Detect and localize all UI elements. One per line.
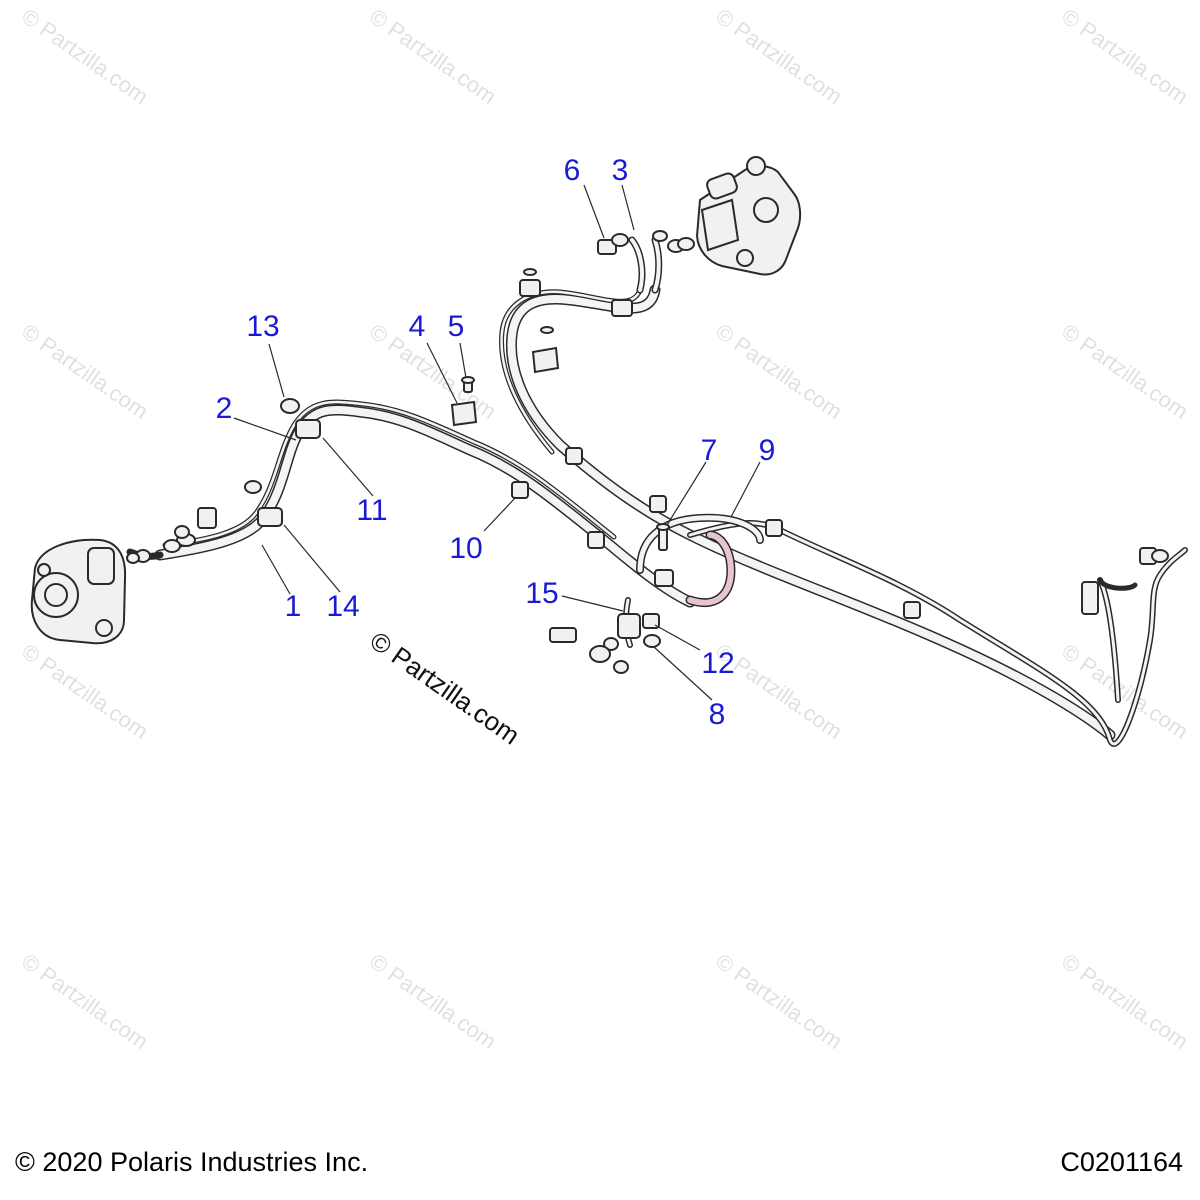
hex-nut [642,613,660,629]
crush-washer [677,237,695,251]
callout-7[interactable]: 7 [701,434,718,467]
watermark: © Partzilla.com [17,319,153,425]
washer [643,634,661,648]
crush-washer [611,233,629,247]
center-junction-hoses[interactable] [622,513,764,648]
master-cylinder[interactable] [695,156,802,276]
callout-8[interactable]: 8 [709,698,726,731]
grommet [280,398,300,414]
banjo-fitting [589,645,611,663]
master-cylinder-hose[interactable] [628,236,663,294]
callout-1[interactable]: 1 [285,590,302,623]
left-brake-line-assembly[interactable] [154,399,696,608]
callout-6[interactable]: 6 [564,154,581,187]
line-clip [649,495,667,513]
banjo-bolt [597,239,617,255]
watermark: © Partzilla.com [365,949,501,1055]
line-clip [511,481,529,499]
line-clip [257,507,283,527]
watermark: © Partzilla.com [17,4,153,110]
banjo-bolt [197,507,217,529]
watermark: © Partzilla.com [17,949,153,1055]
line-clip [587,531,605,549]
crush-washer [603,637,619,651]
clamp-plate [450,400,478,427]
screw-head [540,326,554,334]
line-end-fitting [1151,549,1169,563]
bracket [617,613,641,639]
watermark: © Partzilla.com [1057,319,1193,425]
line-clip [565,447,583,465]
callout-12[interactable]: 12 [701,647,734,680]
upper-brake-line-assembly[interactable] [499,284,1116,741]
watermark: © Partzilla.com [1057,4,1193,110]
screw-head [461,376,475,384]
callout-11[interactable]: 11 [356,494,387,527]
screw-head [523,268,537,276]
figure-code: C0201164 [1060,1147,1183,1177]
watermark: © Partzilla.com [711,949,847,1055]
center-watermark: © Partzilla.com [365,625,526,750]
mount-bolt-head [656,523,670,531]
mount-bolt [658,527,668,551]
crush-washer [126,552,140,564]
rear-brake-line[interactable] [687,520,1188,747]
copyright-notice: © 2020 Polaris Industries Inc. [15,1147,369,1177]
callout-15[interactable]: 15 [525,577,558,610]
banjo-bolt [549,627,577,643]
watermark: © Partzilla.com [1057,949,1193,1055]
line-clip [903,601,921,619]
line-clip [519,279,541,297]
crush-washer [652,230,668,242]
callout-5[interactable]: 5 [448,310,465,343]
line-clip [765,519,783,537]
callout-13[interactable]: 13 [246,310,279,343]
watermark: © Partzilla.com [17,639,153,745]
line-clip [295,419,321,439]
line-clip [611,299,633,317]
callout-14[interactable]: 14 [326,590,359,623]
grommet [244,480,262,494]
clamp-plate [531,346,560,374]
crush-washer [174,525,190,539]
watermark: © Partzilla.com [711,319,847,425]
line-clip [1081,581,1099,615]
callout-10[interactable]: 10 [449,532,482,565]
callout-2[interactable]: 2 [216,392,233,425]
crush-washer [613,660,629,674]
watermark: © Partzilla.com [365,4,501,110]
watermark: © Partzilla.com [711,4,847,110]
callout-9[interactable]: 9 [759,434,776,467]
callout-3[interactable]: 3 [612,154,629,187]
callout-4[interactable]: 4 [409,310,426,343]
left-brake-caliper[interactable] [30,538,127,645]
line-clip [654,569,674,587]
